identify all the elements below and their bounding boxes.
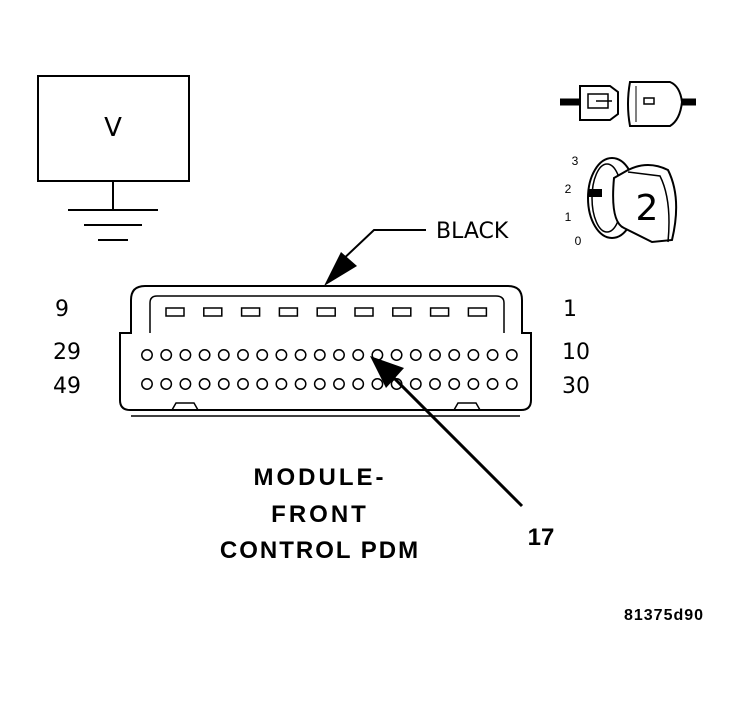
voltmeter: V <box>37 75 190 241</box>
module-label: MODULE- FRONT CONTROL PDM <box>220 464 420 564</box>
connector-pin <box>198 349 211 361</box>
selector-switch-icon: 3 2 1 0 2 <box>565 154 678 248</box>
figure-id: 81375d90 <box>624 607 704 624</box>
connector-pin <box>409 378 422 390</box>
connector-pin <box>141 378 153 390</box>
connector-pin <box>217 349 230 361</box>
connector-pin <box>505 349 518 361</box>
connector-slot <box>165 307 185 317</box>
connector-pin <box>505 378 518 390</box>
connector-pin <box>179 378 192 390</box>
voltmeter-symbol: V <box>104 113 122 143</box>
connector-pin <box>256 349 269 361</box>
connector-pin-row-bottom <box>141 378 518 390</box>
pin-callout-line <box>390 374 524 508</box>
connector-color-label: BLACK <box>436 219 509 244</box>
selector-selected-value: 2 <box>636 188 659 229</box>
selector-pos-0: 0 <box>575 234 582 248</box>
connector-pin <box>448 378 461 390</box>
connector-pin <box>467 349 480 361</box>
connector-slot <box>203 307 223 317</box>
connector-pin <box>294 349 307 361</box>
pin-callout-arrowhead <box>370 356 404 388</box>
connector-pin <box>313 378 326 390</box>
connector-pin <box>217 378 230 390</box>
connector-pin <box>429 378 441 390</box>
connector-slot <box>429 307 450 317</box>
connector-latch-left <box>171 402 199 411</box>
row-label-top-left: 9 <box>55 297 69 322</box>
connector-pin <box>275 378 288 390</box>
connector-body <box>119 285 532 417</box>
connector-pin <box>141 349 153 361</box>
connector-pin <box>429 349 441 361</box>
connector-pin <box>275 349 288 361</box>
connector-pin <box>160 378 173 390</box>
selector-pos-2: 2 <box>565 182 572 196</box>
module-label-line3: CONTROL PDM <box>220 537 420 564</box>
connector-slot <box>354 307 374 317</box>
connector-slot <box>316 307 336 317</box>
connector-pin-row-middle <box>141 349 518 361</box>
module-label-line2: FRONT <box>271 501 369 528</box>
connector-latch-right <box>453 402 481 411</box>
connector-slot <box>278 307 299 317</box>
pin-row-labels: 9 1 29 10 49 30 <box>53 297 590 399</box>
connector-pin <box>486 349 499 361</box>
row-label-bottom-right: 30 <box>562 374 590 399</box>
row-label-top-right: 1 <box>563 297 577 322</box>
connector-slot <box>240 307 261 317</box>
connector-pin <box>333 349 345 361</box>
connector-pin <box>333 378 345 390</box>
row-label-mid-left: 29 <box>53 340 81 365</box>
connector-pin <box>371 378 384 390</box>
black-arrowhead <box>324 252 357 286</box>
connector-pin <box>237 349 249 361</box>
connector-pin <box>237 378 249 390</box>
connector-outline <box>119 285 532 411</box>
probe-connector-icon <box>560 81 696 127</box>
connector-inner-shroud <box>149 295 505 333</box>
black-callout: BLACK <box>324 219 509 286</box>
connector-pin <box>179 349 192 361</box>
pin-callout: 17 <box>370 356 554 551</box>
connector-pin <box>313 349 326 361</box>
connector-pin <box>486 378 499 390</box>
connector-pin <box>467 378 480 390</box>
pin-callout-number: 17 <box>528 524 555 551</box>
module-label-line1: MODULE- <box>254 464 387 491</box>
connector-pin <box>352 378 365 390</box>
connector-slot <box>467 307 488 317</box>
selector-pos-3: 3 <box>572 154 579 168</box>
connector-pin <box>256 378 269 390</box>
connector-pin <box>409 349 422 361</box>
connector-pin <box>448 349 461 361</box>
connector-pin <box>352 349 365 361</box>
connector-pin <box>390 349 403 361</box>
connector-slot-row <box>165 307 488 317</box>
connector-pin <box>198 378 211 390</box>
connector-pin <box>160 349 173 361</box>
black-leader-line <box>337 229 426 265</box>
row-label-bottom-left: 49 <box>53 374 81 399</box>
connector-slot <box>392 307 412 317</box>
connector-pin <box>294 378 307 390</box>
selector-pos-1: 1 <box>565 210 572 224</box>
row-label-mid-right: 10 <box>562 340 590 365</box>
